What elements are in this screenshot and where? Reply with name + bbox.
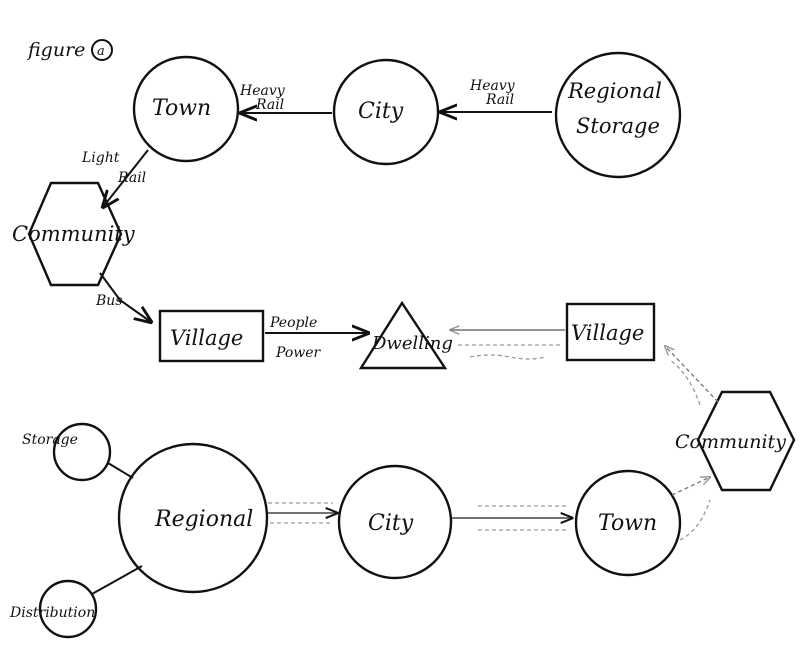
regional-label: Regional [154, 507, 253, 532]
figure-tag-text: a [97, 44, 105, 59]
edge-town-community-bottom-arrow [671, 477, 710, 496]
dwelling-label: Dwelling [371, 333, 453, 354]
node-town-bottom: Town [574, 469, 682, 577]
node-village-right: Village [565, 302, 656, 362]
edge-village-dwelling-label-2: Power [275, 345, 322, 361]
town-bottom-circle [574, 469, 682, 577]
edge-town-to-community: Light Rail [81, 149, 149, 207]
connector-storage-regional [107, 462, 134, 479]
city-bottom-circle [337, 464, 453, 580]
edge-community-village-bottom-arrow [665, 346, 719, 403]
figure-title-text: figure [26, 39, 85, 61]
edge-community-village-label: Bus [95, 293, 123, 309]
regional-circle [117, 442, 269, 594]
village-right-box [565, 302, 656, 362]
town-top-circle [132, 55, 240, 163]
distribution-small-circle [38, 579, 98, 639]
node-city-bottom: City [337, 464, 453, 580]
village-right-label: Village [571, 321, 644, 345]
node-community-top: Community [12, 181, 136, 287]
village-left-label: Village [170, 326, 243, 350]
node-town-top: Town [132, 55, 240, 163]
city-bottom-label: City [368, 511, 414, 536]
node-storage-small: Storage [22, 422, 112, 482]
regional-storage-label-line2: Storage [576, 114, 660, 138]
edge-town-community-faint [679, 499, 711, 541]
community-bottom-label: Community [675, 431, 786, 453]
edge-city-to-town [452, 505, 572, 531]
edge-village-right-dwelling-scribble [469, 354, 546, 360]
edge-storage-city-label-1: Heavy [469, 78, 516, 94]
node-dwelling: Dwelling [358, 300, 453, 370]
town-bottom-label: Town [598, 511, 657, 536]
storage-small-circle [52, 422, 112, 482]
edge-town-to-community [671, 477, 711, 541]
node-community-bottom: Community [675, 390, 796, 492]
dwelling-triangle [358, 300, 448, 370]
regional-storage-label-line1: Regional [567, 79, 662, 103]
connector-distribution-regional [91, 565, 143, 595]
edge-city-town-label-1: Heavy [239, 83, 286, 99]
town-top-label: Town [152, 96, 211, 121]
node-village-left: Village [158, 309, 265, 363]
edge-community-to-village [665, 346, 719, 406]
node-city-top: City [332, 58, 440, 166]
edge-town-community-label-1: Light [81, 150, 120, 166]
edge-community-to-village: Bus [95, 272, 151, 322]
city-top-circle [332, 58, 440, 166]
edge-town-community-arrow [103, 149, 149, 207]
edge-city-town-label-2: Rail [255, 97, 284, 113]
edge-village-to-dwelling: People Power [265, 315, 368, 361]
edge-village-right-to-dwelling [450, 330, 565, 360]
node-regional-storage: Regional Storage [554, 51, 682, 179]
edge-community-village-arrow [99, 272, 151, 322]
distribution-small-label: Distribution [9, 605, 95, 621]
city-top-label: City [358, 99, 404, 124]
edge-town-community-label-2: Rail [117, 170, 146, 186]
edge-village-dwelling-label-1: People [269, 315, 317, 331]
edge-regional-to-city [268, 502, 337, 524]
storage-small-label: Storage [22, 432, 78, 448]
regional-storage-circle [554, 51, 682, 179]
figure-tag-circle [91, 39, 113, 61]
edge-storage-city-label-2: Rail [485, 92, 514, 108]
community-top-label: Community [12, 222, 136, 246]
edge-community-village-faint [669, 359, 701, 406]
node-distribution-small: Distribution [9, 579, 98, 639]
node-regional: Regional [117, 442, 269, 594]
community-top-hexagon [27, 181, 123, 287]
figure-title: figure a [26, 39, 113, 61]
community-bottom-hexagon [696, 390, 796, 492]
edge-city-to-town: Heavy Rail [239, 83, 332, 113]
edge-storage-to-city: Heavy Rail [441, 78, 552, 112]
village-left-box [158, 309, 265, 363]
